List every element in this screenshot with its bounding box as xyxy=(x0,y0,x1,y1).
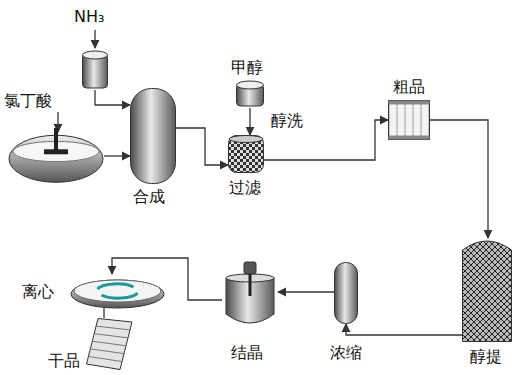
tank-symbol xyxy=(236,80,264,108)
cryst-symbol xyxy=(222,262,278,328)
equipment-label: 离心 xyxy=(22,283,54,301)
equipment-node: 浓缩 xyxy=(334,262,358,324)
reactor-symbol xyxy=(130,88,176,184)
flow-line xyxy=(104,155,130,156)
equipment-label: 氯丁酸 xyxy=(4,92,52,110)
equipment-label: 醇提 xyxy=(470,348,502,366)
equipment-node: 离心 xyxy=(70,274,165,308)
conc-symbol xyxy=(334,262,358,324)
vessel-symbol xyxy=(8,128,104,184)
equipment-label: 合成 xyxy=(133,188,165,206)
box-symbol xyxy=(388,100,430,140)
equipment-label: 干品 xyxy=(48,352,80,370)
equipment-label: 浓缩 xyxy=(330,344,362,362)
equipment-node: 干品 xyxy=(86,318,136,370)
flow-line xyxy=(95,90,130,105)
flow-line xyxy=(249,108,250,135)
equipment-label: 结晶 xyxy=(231,344,263,362)
belt-symbol xyxy=(86,318,136,370)
equipment-label: 过滤 xyxy=(229,179,261,197)
equipment-node: NH₃ xyxy=(82,50,108,90)
flow-line xyxy=(430,120,488,238)
flow-line xyxy=(346,324,462,335)
flow-line xyxy=(176,128,228,165)
equipment-label: NH₃ xyxy=(74,8,104,26)
tank-symbol xyxy=(82,50,108,90)
flow-line xyxy=(103,308,104,318)
equipment-node: 合成 xyxy=(130,88,176,184)
equipment-node: 粗品 xyxy=(388,100,430,140)
equipment-label: 甲醇 xyxy=(231,59,263,77)
flow-line xyxy=(278,291,334,292)
equipment-label: 粗品 xyxy=(393,78,425,96)
centri-symbol xyxy=(70,274,165,308)
equipment-node: 结晶 xyxy=(222,262,278,328)
filter-symbol xyxy=(228,135,264,173)
equipment-node: 甲醇 xyxy=(236,80,264,108)
equipment-node: 氯丁酸 xyxy=(8,128,104,184)
column-symbol xyxy=(462,238,512,342)
equipment-node: 醇提 xyxy=(462,238,512,342)
equipment-node: 过滤 xyxy=(228,135,264,173)
edge-label: 醇洗 xyxy=(270,112,304,130)
feed-pipe xyxy=(94,30,95,48)
